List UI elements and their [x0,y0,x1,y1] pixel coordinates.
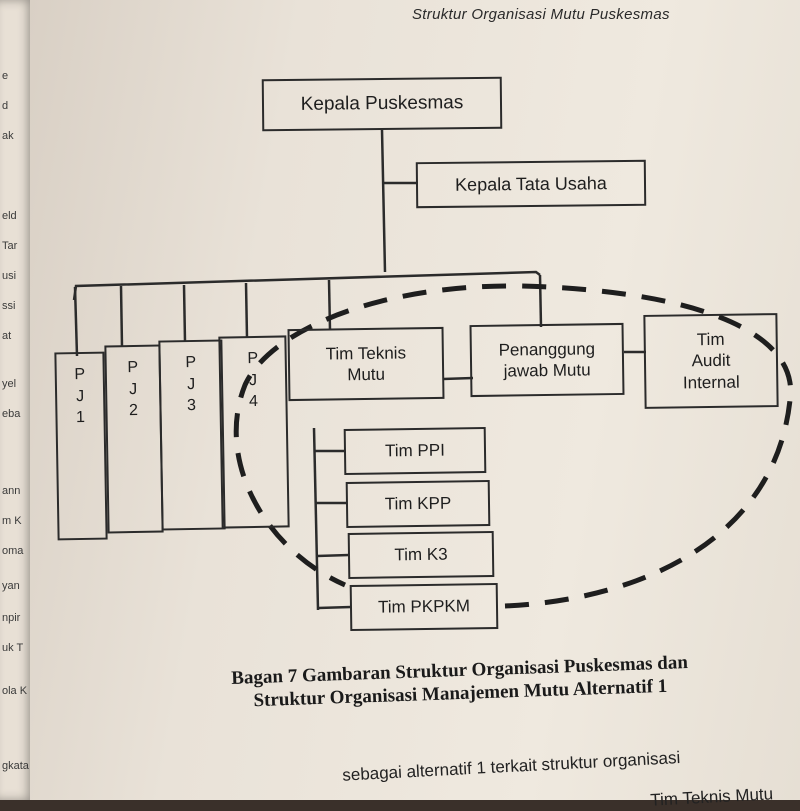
head-box: Kepala Puskesmas [261,76,503,132]
pj-letter: 4 [248,393,259,411]
connector-trunk [380,129,387,273]
prev-page-fragment: ak [2,130,14,142]
subteam-kpp-box: Tim KPP [345,479,491,529]
prev-page-fragment: at [2,330,12,342]
prev-page-fragment: d [2,100,9,112]
prev-page-fragment: m K [2,515,22,527]
prev-page-fragment: npir [2,612,21,624]
pj-letter: J [128,380,138,398]
connector-pj4 [244,282,249,339]
subteam-label: Tim PPI [384,440,446,461]
previous-page-edge: e d ak eld Tar usi ssi at yel eba ann m … [0,0,34,800]
connector-pj-mutu [538,274,543,328]
admin-box: Kepala Tata Usaha [415,159,647,209]
pj-letter: 3 [186,397,197,415]
prev-page-fragment: yel [2,378,17,390]
prev-page-fragment: eld [2,210,17,222]
penanggung-jawab-mutu-box: Penanggung jawab Mutu [469,322,625,398]
prev-page-fragment: ola K [2,685,28,697]
connector-pkpkm [317,605,352,610]
pj-letter: P [127,358,139,377]
connector-pj1 [73,286,79,357]
pj-unit-1: P J 1 [54,351,108,541]
subteam-label: Tim K3 [394,545,448,565]
pj-unit-2: P J 2 [104,344,164,534]
prev-page-fragment: usi [2,270,17,282]
connector-subteam-spine [312,427,320,611]
pj-unit-4: P J 4 [218,335,290,529]
pj-letter: 1 [75,409,86,427]
subteam-k3-box: Tim K3 [347,530,495,580]
prev-page-fragment: ssi [2,300,16,312]
prev-page-fragment: Tar [2,240,18,252]
teknis-mutu-label: Tim Teknis Mutu [325,343,407,385]
prev-page-fragment: yan [2,580,20,592]
subteam-pkpkm-box: Tim PKPKM [349,582,499,632]
pj-letter: J [248,371,258,389]
pj-letter: J [75,387,85,405]
connector-k3 [316,553,350,558]
connector-bus [72,270,541,301]
prev-page-fragment: e [2,70,9,82]
pj-letter: P [74,365,86,384]
subteam-label: Tim PKPKM [377,596,471,618]
admin-label: Kepala Tata Usaha [455,172,607,195]
pj-letter: P [185,353,197,372]
book-page [30,0,800,800]
teknis-mutu-box: Tim Teknis Mutu [287,326,445,402]
prev-page-fragment: oma [2,545,24,557]
connector-pj2 [119,285,124,348]
running-header: Struktur Organisasi Mutu Puskesmas [412,6,670,23]
penanggung-jawab-mutu-label: Penanggung jawab Mutu [498,339,596,381]
connector-teknis-pjmutu [442,376,474,381]
prev-page-fragment: uk T [2,642,24,654]
prev-page-fragment: gkata [2,760,29,772]
connector-teknis [327,279,332,331]
prev-page-fragment: ann [2,485,21,497]
pj-letter: 2 [128,402,139,420]
audit-internal-box: Tim Audit Internal [643,313,779,409]
pj-unit-3: P J 3 [158,339,226,531]
pj-letter: P [247,349,259,368]
connector-pj3 [182,284,187,343]
subteam-ppi-box: Tim PPI [343,427,487,475]
prev-page-fragment: eba [2,408,21,420]
head-label: Kepala Puskesmas [300,92,464,115]
subteam-label: Tim KPP [384,493,452,514]
audit-internal-label: Tim Audit Internal [682,329,740,393]
pj-letter: J [186,375,196,393]
